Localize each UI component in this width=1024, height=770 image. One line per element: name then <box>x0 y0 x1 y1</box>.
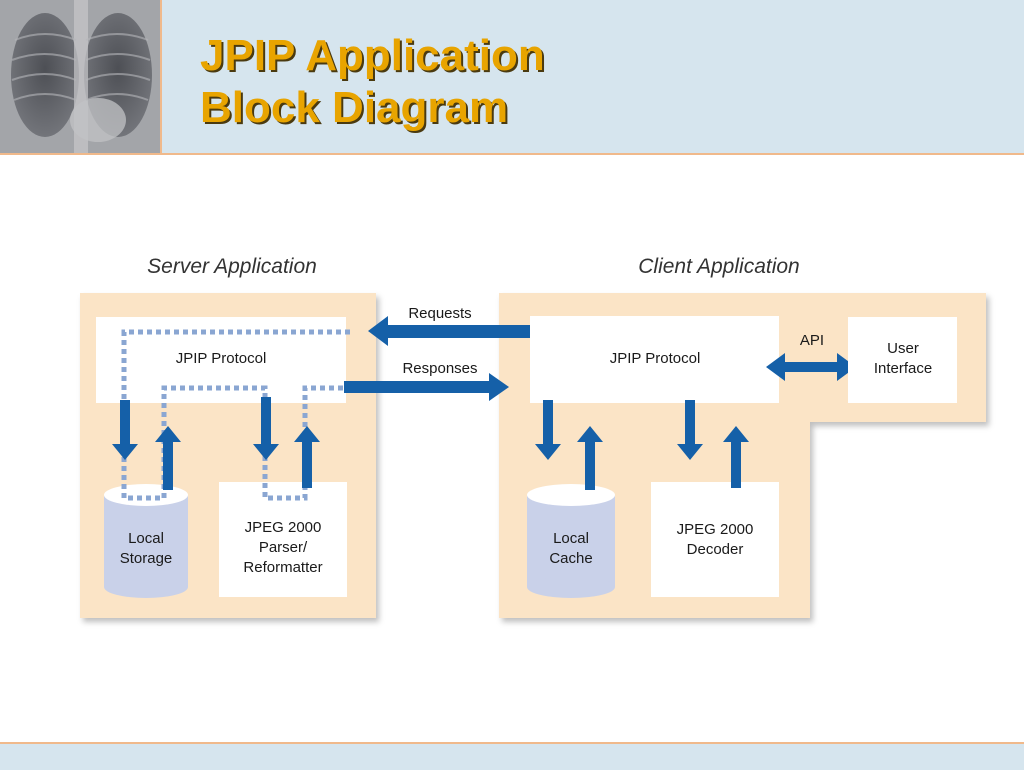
slide-footer-bar <box>0 742 1024 770</box>
chest-xray-image <box>0 0 162 153</box>
parser-label-line-2: Parser/ <box>259 539 308 556</box>
local-storage-label-line-2: Storage <box>120 550 173 567</box>
server-application-heading: Server Application <box>147 255 317 278</box>
user-interface-box <box>848 317 957 403</box>
local-storage-cylinder <box>104 484 188 598</box>
server-protocol-to-storage-arrow <box>112 400 138 460</box>
server-protocol-to-parser-arrow <box>253 397 279 460</box>
server-parser-to-protocol-arrow <box>294 426 320 488</box>
slide-header: JPIP Application Block Diagram <box>0 0 1024 155</box>
decoder-label-line-1: JPEG 2000 <box>677 521 754 538</box>
local-storage-label-line-1: Local <box>128 530 164 547</box>
local-cache-label-line-1: Local <box>553 530 589 547</box>
responses-label: Responses <box>402 360 477 377</box>
jpeg2000-decoder-box <box>651 482 779 597</box>
client-protocol-to-cache-arrow <box>535 400 561 460</box>
api-label: API <box>800 332 824 349</box>
requests-label: Requests <box>408 305 471 322</box>
parser-label-line-3: Reformatter <box>243 559 322 576</box>
parser-label-line-1: JPEG 2000 <box>245 519 322 536</box>
local-cache-label-line-2: Cache <box>549 550 592 567</box>
server-jpip-protocol-label: JPIP Protocol <box>176 350 267 367</box>
user-interface-label-line-1: User <box>887 340 919 357</box>
xray-graphic <box>0 0 160 153</box>
client-protocol-to-decoder-arrow <box>677 400 703 460</box>
server-storage-to-protocol-arrow <box>155 426 181 490</box>
slide-title-line-1: JPIP Application <box>200 31 545 80</box>
responses-arrow <box>344 373 509 401</box>
requests-arrow <box>368 316 531 346</box>
jpeg2000-parser-box <box>219 482 347 597</box>
slide-title: JPIP Application Block Diagram <box>200 30 545 134</box>
slide-title-line-2: Block Diagram <box>200 83 509 132</box>
user-interface-label-line-2: Interface <box>874 360 932 377</box>
api-bidirectional-arrow <box>766 353 856 381</box>
client-jpip-protocol-box <box>530 316 779 403</box>
client-jpip-protocol-label: JPIP Protocol <box>610 350 701 367</box>
decoder-label-line-2: Decoder <box>687 541 744 558</box>
client-cache-to-protocol-arrow <box>577 426 603 490</box>
client-application-heading: Client Application <box>638 255 799 278</box>
client-decoder-to-protocol-arrow <box>723 426 749 488</box>
